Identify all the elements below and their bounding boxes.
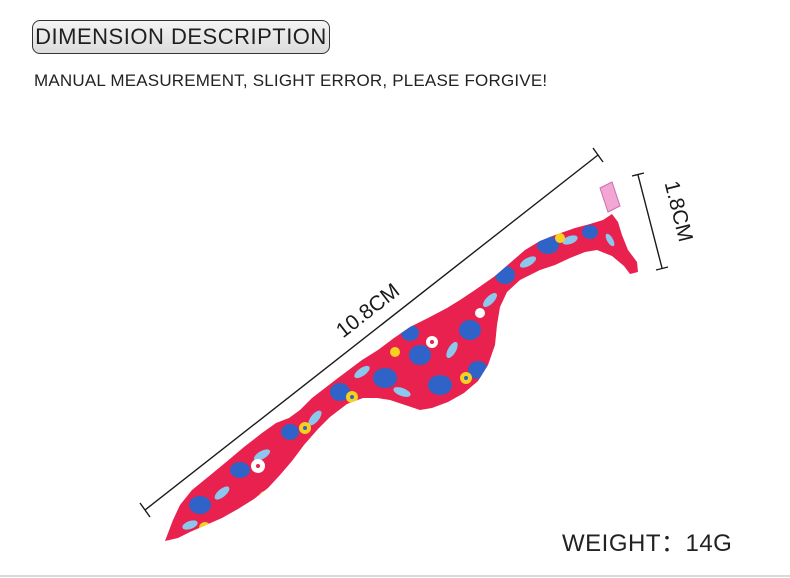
tool-tip: [599, 181, 621, 213]
weight-label: WEIGHT：14G: [562, 530, 733, 557]
length-dimension-line: [139, 147, 604, 518]
length-label: 10.8CM: [332, 279, 404, 342]
floral-pattern: [182, 225, 615, 534]
bottom-divider: [0, 575, 790, 577]
eyelash-tweezer-tool: [165, 214, 638, 541]
width-dimension-line: [631, 172, 669, 271]
width-label: 1.8CM: [660, 179, 697, 245]
measurement-note: MANUAL MEASUREMENT, SLIGHT ERROR, PLEASE…: [34, 71, 548, 90]
dimension-title: DIMENSION DESCRIPTION: [35, 24, 327, 49]
dimension-title-badge: DIMENSION DESCRIPTION: [32, 20, 330, 54]
